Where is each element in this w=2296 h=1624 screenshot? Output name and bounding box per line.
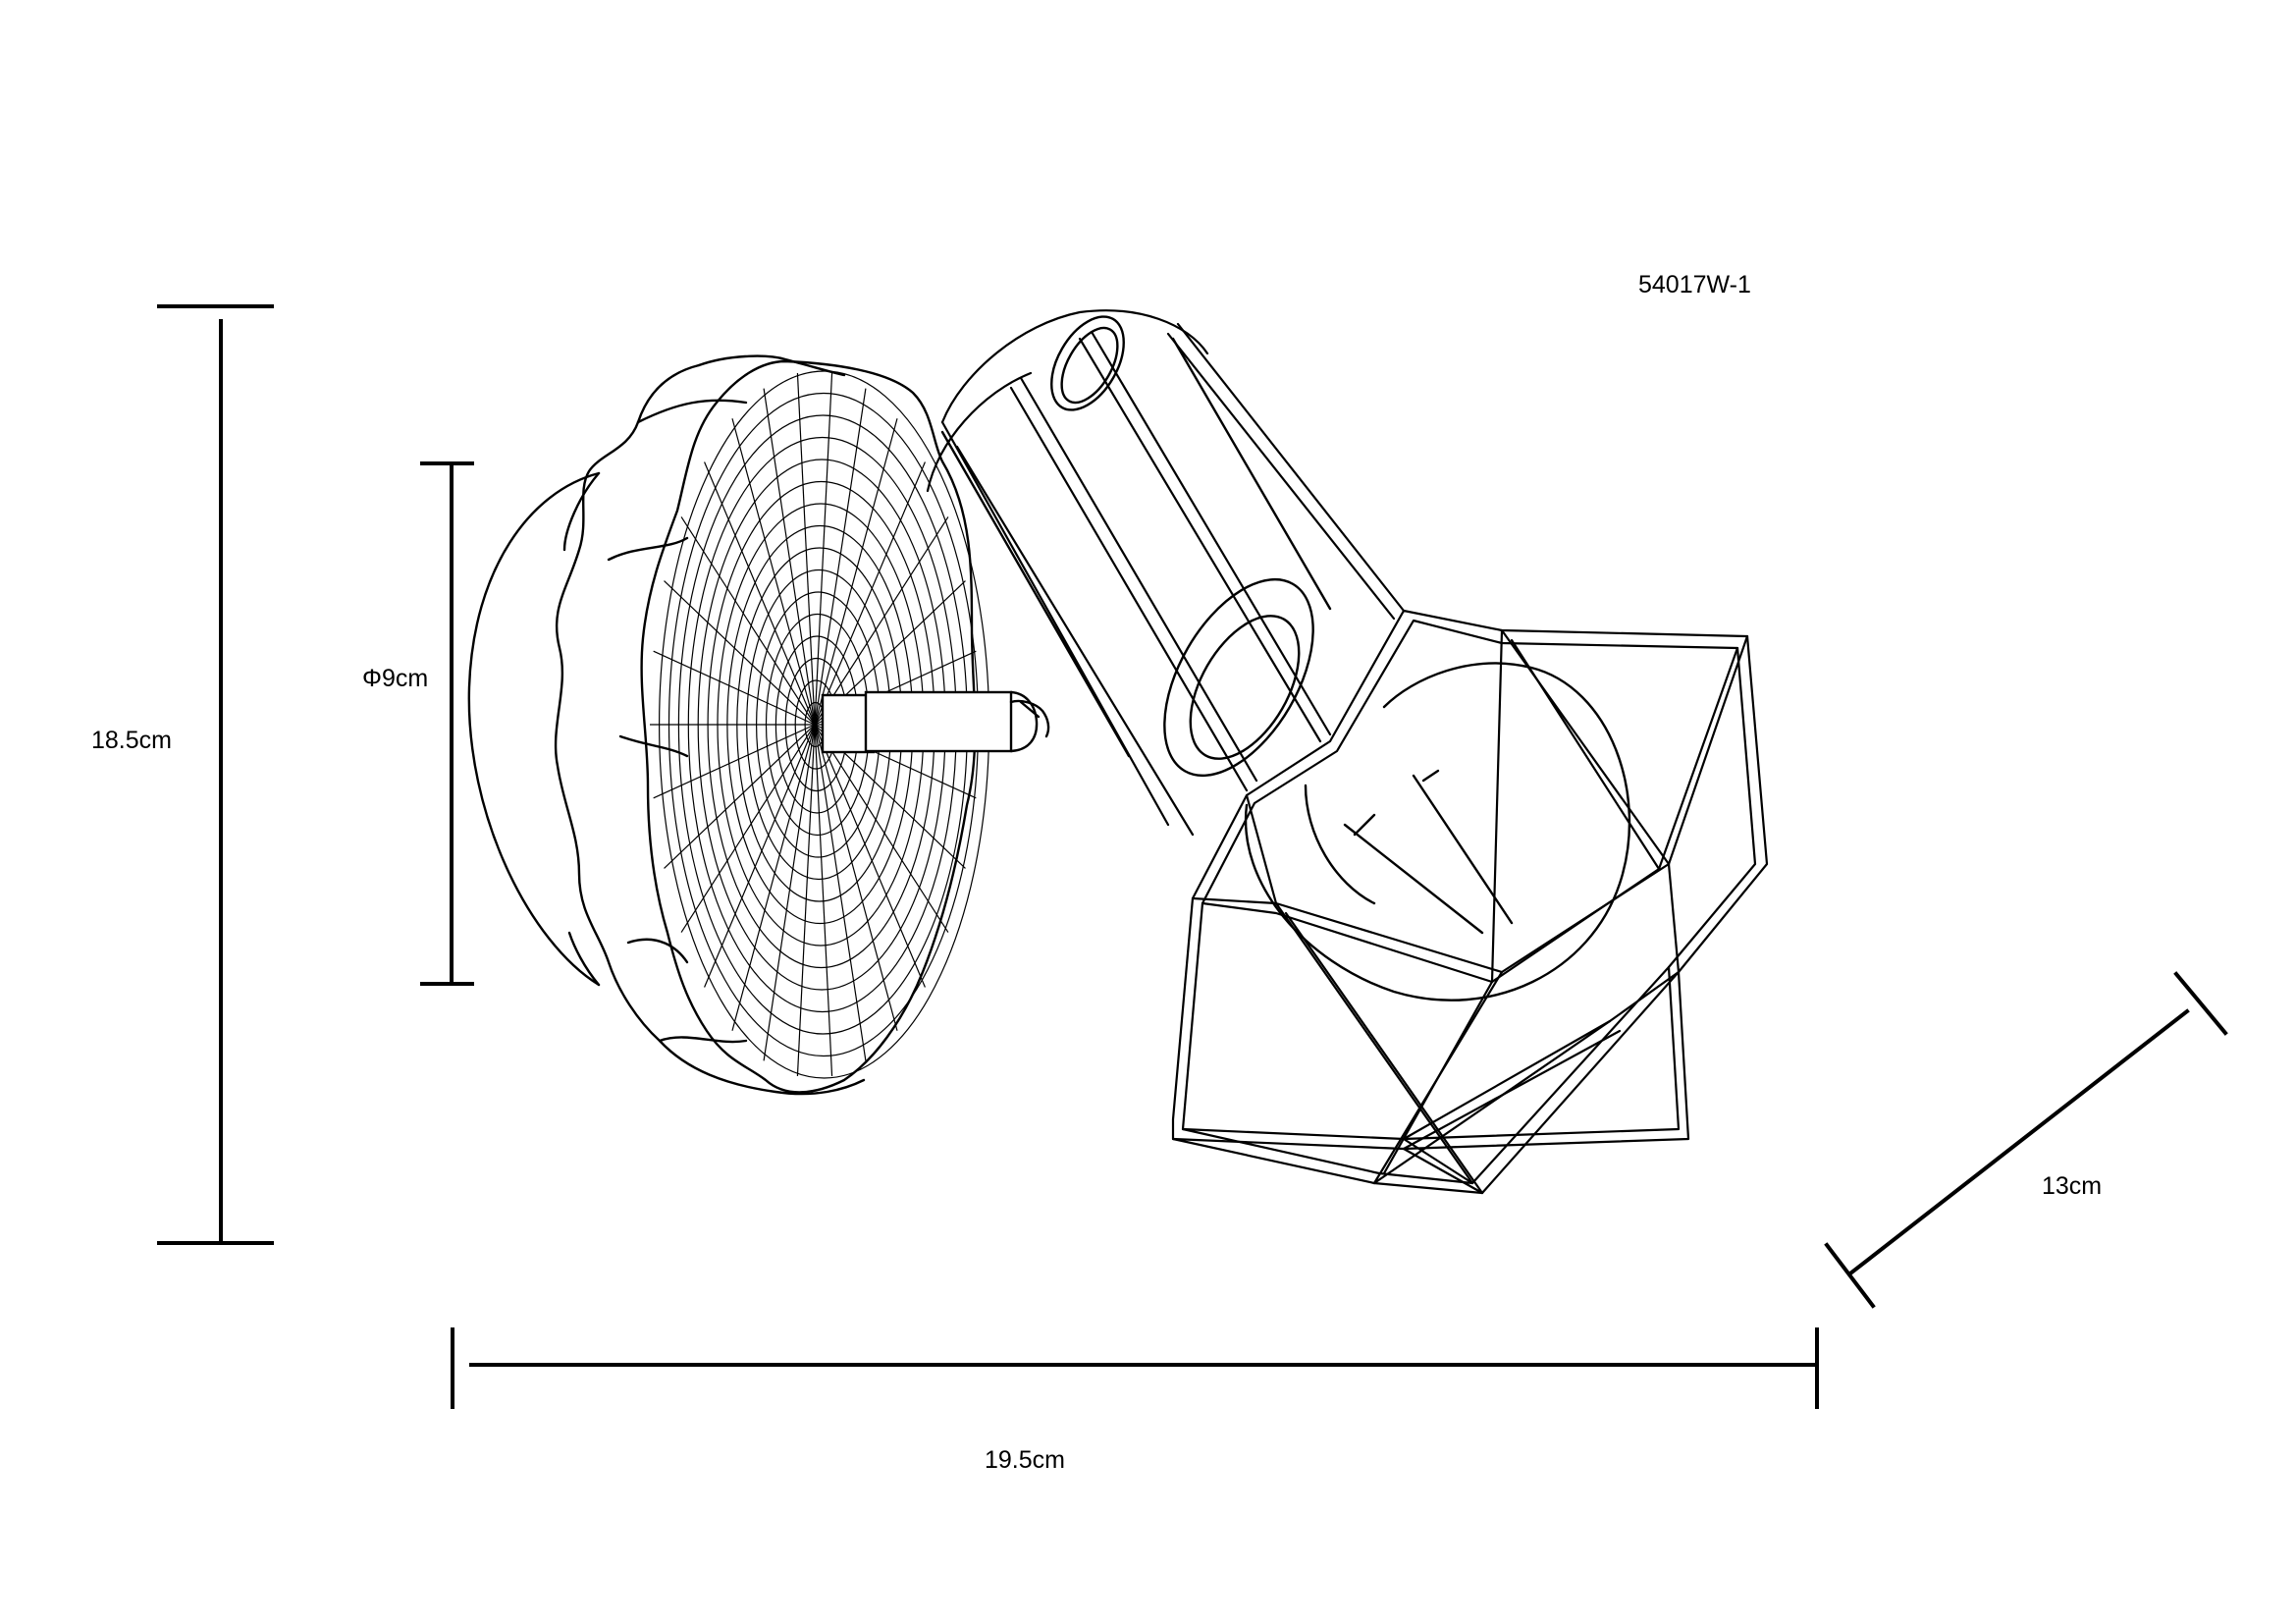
lamp-arm: [821, 690, 1050, 754]
depth-dimension-line: [1824, 971, 2228, 1309]
wood-ray: [704, 461, 816, 726]
wood-ray: [814, 724, 926, 988]
diameter-label: Φ9cm: [362, 665, 429, 692]
wood-ray: [814, 516, 949, 726]
wood-ray: [731, 418, 816, 726]
wall-plate: [467, 471, 601, 987]
model-number: 54017W-1: [1638, 271, 1751, 298]
wood-ray: [653, 724, 816, 799]
wood-ray: [814, 724, 949, 933]
wire-cage: [926, 309, 1769, 1195]
wood-ray: [814, 724, 833, 1077]
wood-ray: [680, 516, 816, 726]
width-dimension-line: [451, 1327, 1819, 1409]
wood-ray: [814, 372, 833, 726]
wood-ray: [731, 724, 816, 1031]
wood-ray: [763, 388, 816, 726]
height-dimension-line: [157, 304, 274, 1245]
depth-label: 13cm: [2042, 1172, 2103, 1200]
lamp-holder-cylinder: [940, 315, 1332, 778]
wood-ray: [814, 724, 867, 1061]
width-label: 19.5cm: [985, 1446, 1065, 1474]
wood-ray: [796, 372, 816, 726]
wood-ray: [763, 724, 816, 1061]
wood-ray: [814, 461, 926, 726]
wood-rays: [650, 372, 980, 1077]
wood-ray: [680, 724, 816, 933]
wood-ray: [664, 580, 816, 726]
height-label: 18.5cm: [91, 727, 172, 754]
wood-ray: [814, 418, 898, 726]
wood-ray: [664, 724, 816, 869]
wood-ray: [796, 724, 816, 1077]
wood-ray: [704, 724, 816, 988]
wood-ray: [814, 388, 867, 726]
wood-ray: [814, 724, 898, 1031]
diameter-dimension-line: [420, 461, 474, 986]
wood-ray: [653, 650, 816, 726]
